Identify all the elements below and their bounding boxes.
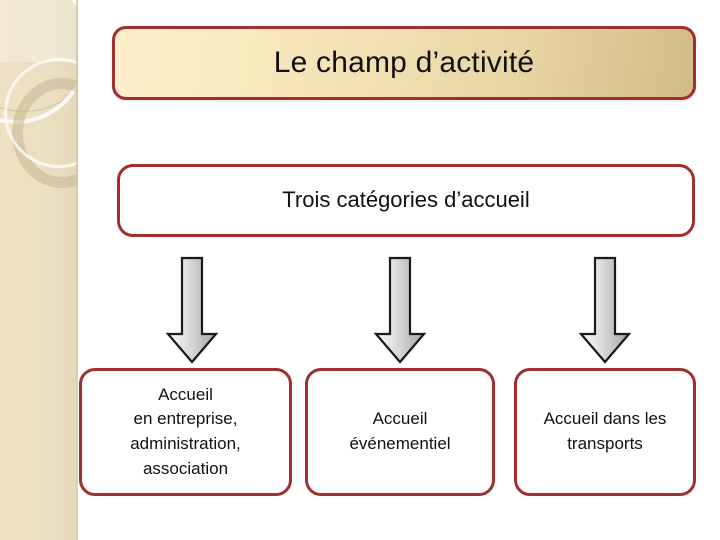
slide-subtitle-box: Trois catégories d’accueil xyxy=(117,164,695,237)
slide-title: Le champ d’activité xyxy=(273,45,535,79)
down-arrow-1-icon xyxy=(165,256,219,364)
down-arrow-3-icon xyxy=(578,256,632,364)
slide-subtitle: Trois catégories d’accueil xyxy=(282,187,530,213)
down-arrow-2-icon xyxy=(373,256,427,364)
decorative-sidebar xyxy=(0,0,78,540)
slide-title-box: Le champ d’activité xyxy=(112,26,696,100)
sidebar-edge-line xyxy=(76,0,78,540)
